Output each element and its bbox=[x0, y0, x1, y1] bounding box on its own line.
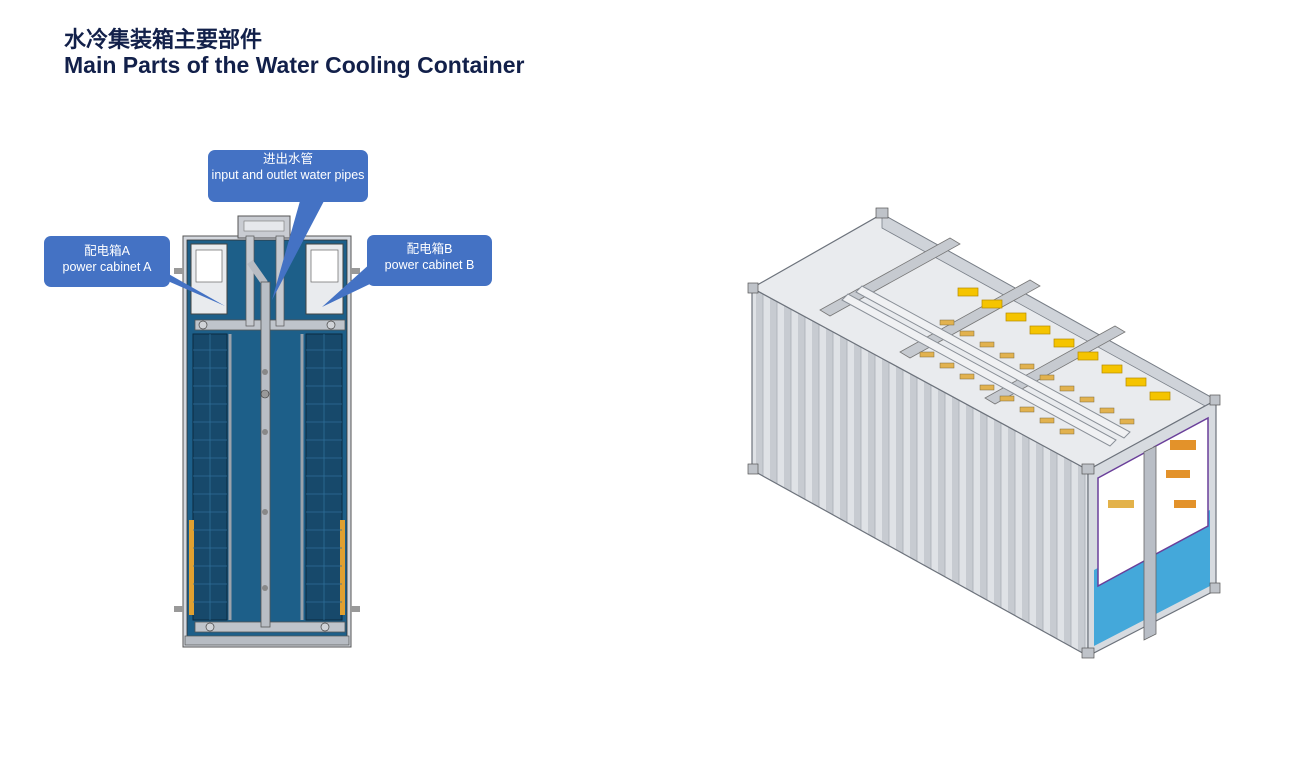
callout-water-pipes: 进出水管 input and outlet water pipes bbox=[208, 150, 368, 202]
container-isometric-view bbox=[747, 207, 1221, 659]
callout-water-pipes-en: input and outlet water pipes bbox=[211, 168, 365, 182]
callout-power-cabinet-a: 配电箱A power cabinet A bbox=[44, 236, 170, 287]
callout-water-pipes-cn: 进出水管 bbox=[262, 152, 313, 166]
title-chinese: 水冷集装箱主要部件 bbox=[64, 28, 263, 53]
title-english: Main Parts of the Water Cooling Containe… bbox=[64, 52, 525, 78]
callout-power-cabinet-a-en: power cabinet A bbox=[62, 260, 152, 274]
callout-power-cabinet-b-en: power cabinet B bbox=[384, 258, 475, 272]
callout-pointers bbox=[158, 201, 372, 307]
callout-power-cabinet-b-cn: 配电箱B bbox=[406, 242, 453, 256]
callout-power-cabinet-b: 配电箱B power cabinet B bbox=[367, 235, 492, 286]
callout-power-cabinet-a-cn: 配电箱A bbox=[84, 244, 130, 258]
container-top-view bbox=[174, 215, 360, 648]
